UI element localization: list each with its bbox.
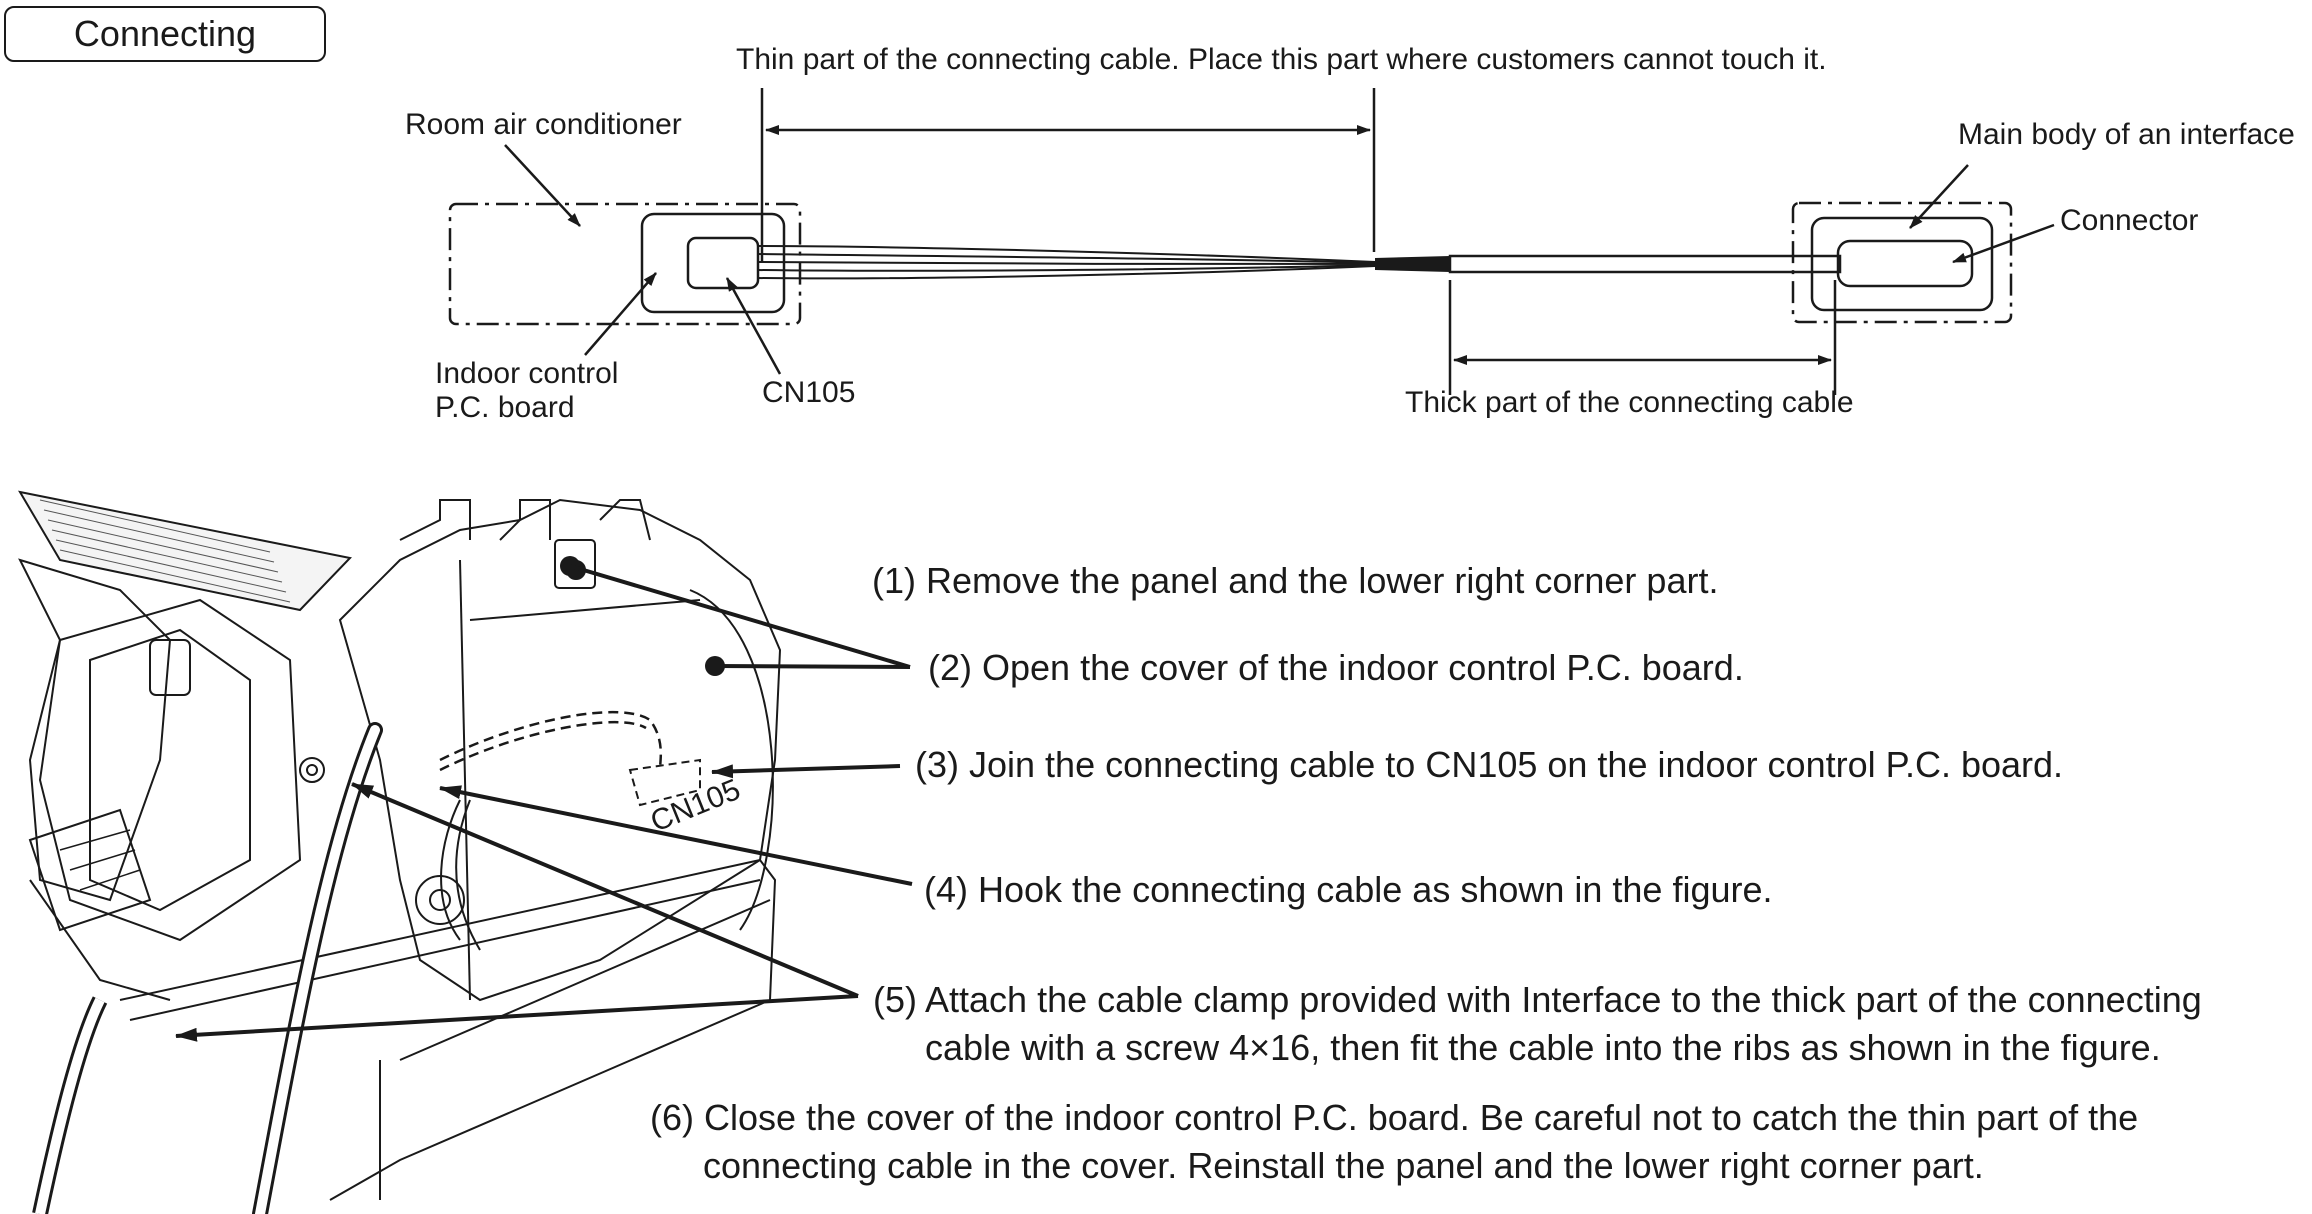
step-5-cont: cable with a screw 4×16, then fit the ca… — [925, 1027, 2161, 1069]
thin-part-label: Thin part of the connecting cable. Place… — [736, 43, 1827, 76]
thick-cable — [1448, 254, 1842, 274]
leader-step5-b — [175, 994, 859, 1042]
step-6-cont: connecting cable in the cover. Reinstall… — [703, 1145, 1984, 1187]
step-1-text: Remove the panel and the lower right cor… — [926, 560, 1719, 601]
step-1-number: (1) — [872, 560, 916, 601]
indoor-board-label-2: P.C. board — [435, 391, 575, 424]
leader-step4 — [439, 785, 913, 886]
step-3-text: Join the connecting cable to CN105 on th… — [969, 744, 2064, 785]
step-3: (3) Join the connecting cable to CN105 o… — [915, 744, 2063, 786]
interface-body — [1810, 216, 1994, 312]
step-5-text-2: cable with a screw 4×16, then fit the ca… — [925, 1027, 2161, 1068]
thin-cable — [757, 245, 1376, 280]
control-box — [338, 498, 782, 1002]
connector-label: Connector — [2060, 204, 2199, 237]
interface-outline — [1791, 201, 2013, 324]
step-2-text: Open the cover of the indoor control P.C… — [982, 647, 1744, 688]
leader-step2-a — [569, 564, 911, 669]
step-4: (4) Hook the connecting cable as shown i… — [924, 869, 1773, 911]
step-6-text-1: Close the cover of the indoor control P.… — [704, 1097, 2139, 1138]
step-6: (6) Close the cover of the indoor contro… — [650, 1097, 2138, 1139]
step-5-number: (5) — [873, 979, 917, 1020]
step-5: (5) Attach the cable clamp provided with… — [873, 979, 2202, 1021]
top-schematic — [448, 88, 2055, 395]
step-1: (1) Remove the panel and the lower right… — [872, 560, 1718, 602]
leader-step5-a — [351, 782, 859, 998]
step-2-number: (2) — [928, 647, 972, 688]
step-5-text-1: Attach the cable clamp provided with Int… — [925, 979, 2202, 1020]
base-frame — [119, 858, 777, 1201]
section-heading: Connecting — [4, 6, 326, 62]
step-6-text-2: connecting cable in the cover. Reinstall… — [703, 1145, 1984, 1186]
step-2: (2) Open the cover of the indoor control… — [928, 647, 1744, 689]
cn105-label: CN105 — [762, 376, 856, 409]
step-4-number: (4) — [924, 869, 968, 910]
room-ac-outline — [448, 202, 802, 326]
step-6-number: (6) — [650, 1097, 694, 1138]
thin-cable-hidden — [439, 710, 663, 771]
step-4-text: Hook the connecting cable as shown in th… — [978, 869, 1773, 910]
connector — [1836, 239, 1974, 288]
room-ac-label: Room air conditioner — [405, 108, 682, 141]
leader-step2-b — [714, 664, 911, 669]
indoor-board-label-1: Indoor control — [435, 357, 619, 390]
leader-step3 — [711, 764, 901, 779]
interface-body-label: Main body of an interface — [1958, 118, 2295, 151]
thick-part-label: Thick part of the connecting cable — [1405, 386, 1854, 419]
step-3-number: (3) — [915, 744, 959, 785]
